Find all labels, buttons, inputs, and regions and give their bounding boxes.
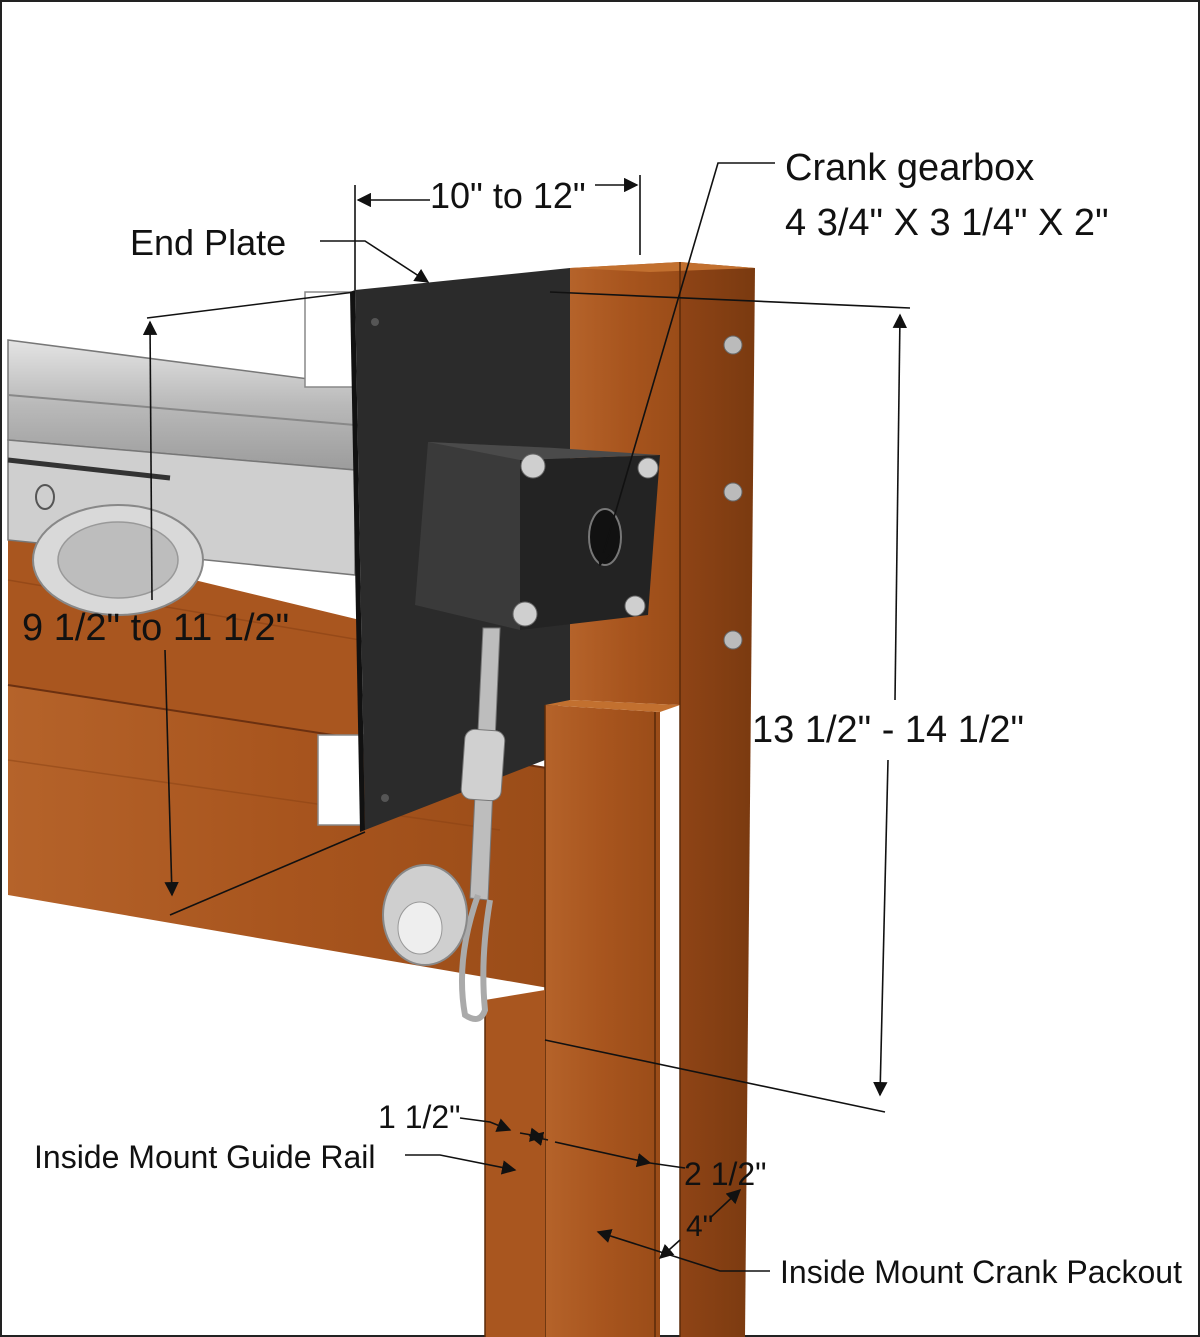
label-packout-depth: 4" bbox=[686, 1210, 713, 1243]
roller-housing bbox=[7, 339, 356, 616]
height-ext-bottom bbox=[544, 1039, 886, 1113]
crank-packout bbox=[544, 700, 680, 1337]
packout-width-arrow bbox=[554, 1141, 652, 1168]
fastener-3 bbox=[723, 630, 743, 650]
guide-rail bbox=[484, 990, 545, 1337]
drop-arrow-up bbox=[142, 320, 158, 601]
bracket-bottom bbox=[317, 734, 364, 826]
packout-depth-arrow-1 bbox=[658, 1239, 681, 1259]
label-packout-width: 2 1/2" bbox=[684, 1156, 767, 1192]
drop-arrow-down bbox=[164, 649, 179, 897]
label-guide-rail: Inside Mount Guide Rail bbox=[34, 1139, 376, 1175]
label-packout: Inside Mount Crank Packout bbox=[780, 1254, 1182, 1290]
packout-depth-arrow-2 bbox=[709, 1189, 742, 1219]
rail-width-arrow-1 bbox=[459, 1117, 512, 1132]
label-height: 13 1/2" - 14 1/2" bbox=[752, 709, 1024, 751]
drop-ext-top bbox=[146, 291, 356, 319]
crank-gearbox bbox=[415, 442, 660, 630]
fastener-1 bbox=[723, 335, 743, 355]
fastener-2 bbox=[723, 482, 743, 502]
end-plate-leader bbox=[320, 240, 430, 283]
wall-hook bbox=[382, 864, 468, 966]
crank-rod bbox=[459, 627, 506, 1022]
annotations bbox=[142, 162, 911, 1272]
bracket-top bbox=[304, 291, 354, 388]
label-end-plate: End Plate bbox=[130, 222, 286, 263]
label-drop: 9 1/2" to 11 1/2" bbox=[22, 607, 289, 649]
guide-rail-leader bbox=[405, 1154, 517, 1175]
packout-leader bbox=[596, 1229, 770, 1272]
label-gearbox-dims: 4 3/4" X 3 1/4" X 2" bbox=[785, 202, 1109, 244]
rail-width-arrow-3 bbox=[528, 1131, 549, 1146]
height-arrow-down bbox=[873, 759, 889, 1097]
label-plate-width: 10" to 12" bbox=[430, 175, 586, 216]
label-gearbox-title: Crank gearbox bbox=[785, 147, 1034, 189]
height-arrow-up bbox=[892, 313, 908, 701]
gearbox-leader bbox=[596, 162, 775, 567]
drop-ext-bottom bbox=[169, 831, 366, 916]
height-ext-top bbox=[549, 291, 911, 309]
label-rail-width: 1 1/2" bbox=[378, 1099, 461, 1135]
packout-width-leader bbox=[649, 1162, 686, 1169]
